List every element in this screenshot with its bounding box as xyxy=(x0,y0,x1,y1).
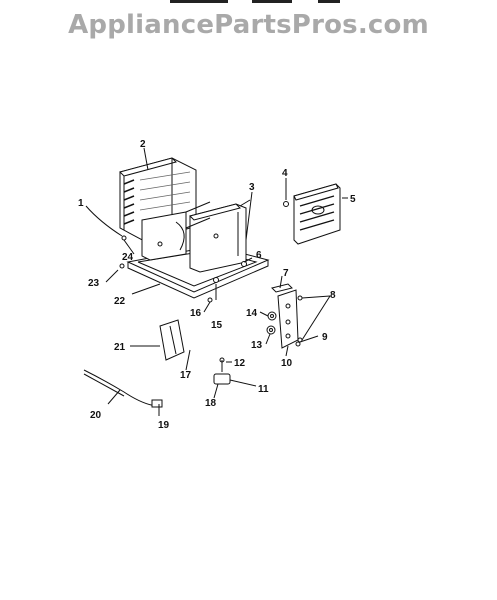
part-21-side-bracket[interactable] xyxy=(159,319,185,361)
callout-13: 13 xyxy=(251,340,263,351)
part-9-screw[interactable] xyxy=(295,341,301,347)
part-4-screw[interactable] xyxy=(283,201,289,207)
header-rule-right xyxy=(318,0,340,3)
callout-labels: 1 2 3 4 5 6 7 8 9 10 11 12 13 14 15 16 1… xyxy=(78,139,356,431)
callout-12: 12 xyxy=(234,358,246,369)
callout-21: 21 xyxy=(114,342,126,353)
callout-16: 16 xyxy=(190,308,202,319)
callout-1: 1 xyxy=(78,198,84,209)
part-15-screw[interactable] xyxy=(213,277,219,283)
callout-10: 10 xyxy=(281,358,293,369)
callout-9: 9 xyxy=(322,332,328,343)
part-7-clip[interactable] xyxy=(271,283,293,293)
callout-7: 7 xyxy=(283,268,289,279)
callout-18: 18 xyxy=(205,398,217,409)
callout-22: 22 xyxy=(114,296,126,307)
header-rule-mid xyxy=(252,0,292,3)
callout-3: 3 xyxy=(249,182,255,193)
part-14-knob[interactable] xyxy=(267,311,277,321)
callout-24: 24 xyxy=(122,252,134,263)
part-3-bulkhead[interactable] xyxy=(189,199,251,273)
part-8-screws[interactable] xyxy=(297,295,303,343)
part-23-screw[interactable] xyxy=(119,263,125,269)
header-rule-marks xyxy=(0,0,497,8)
part-10-control-bracket[interactable] xyxy=(277,289,299,349)
part-1-blower-panel[interactable] xyxy=(141,201,211,261)
header-rule-left xyxy=(170,0,228,3)
part-16-washer[interactable] xyxy=(207,297,213,303)
callout-17: 17 xyxy=(180,370,192,381)
part-6-screw[interactable] xyxy=(241,261,247,267)
callout-15: 15 xyxy=(211,320,223,331)
callout-2: 2 xyxy=(140,139,146,150)
callout-8: 8 xyxy=(330,290,336,301)
part-13-knob[interactable] xyxy=(266,325,276,335)
part-5-front-grille[interactable] xyxy=(293,183,341,245)
callout-20: 20 xyxy=(90,410,102,421)
callout-14: 14 xyxy=(246,308,258,319)
part-24-screw[interactable] xyxy=(121,235,127,241)
callout-23: 23 xyxy=(88,278,100,289)
callout-6: 6 xyxy=(256,250,262,261)
callout-19: 19 xyxy=(158,420,170,431)
leader-lines xyxy=(85,147,348,405)
watermark: AppliancePartsPros.com xyxy=(68,10,429,40)
part-20-power-cord[interactable] xyxy=(83,369,163,408)
part-11-capacitor[interactable] xyxy=(213,357,231,385)
callout-4: 4 xyxy=(282,168,288,179)
callout-5: 5 xyxy=(350,194,356,205)
callout-11: 11 xyxy=(258,384,269,395)
